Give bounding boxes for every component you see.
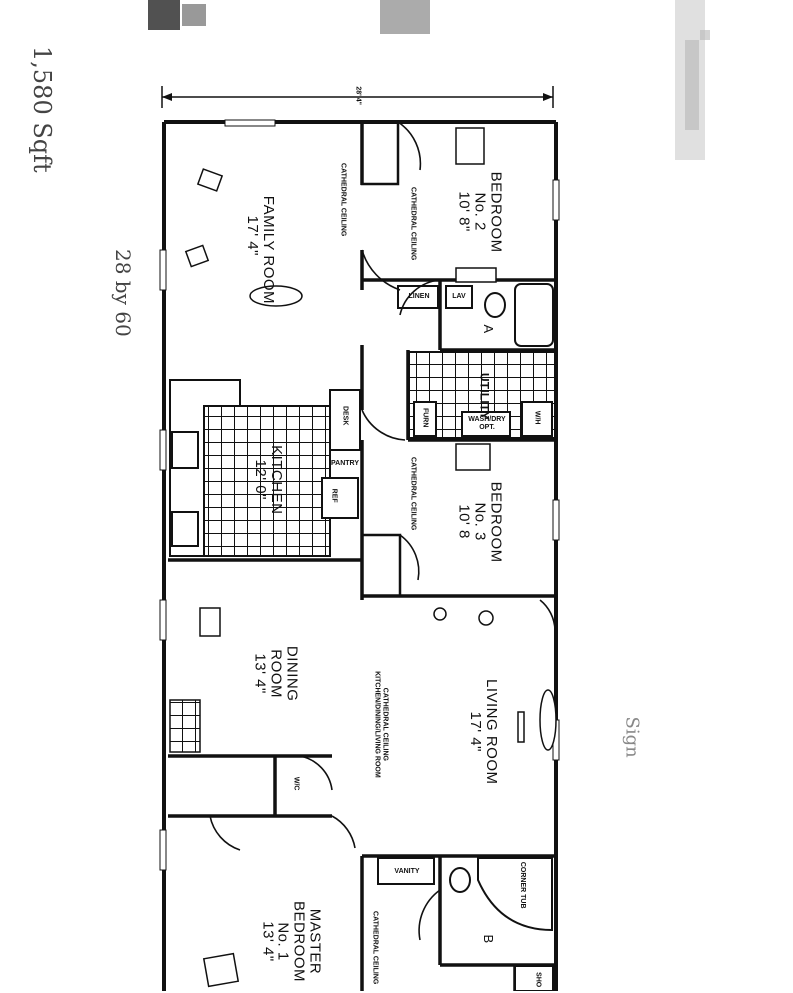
- dining-label: DINING ROOM 13' 4": [252, 634, 301, 714]
- wic-label: W/C: [292, 776, 300, 791]
- shower-label: SHO: [534, 972, 542, 988]
- dining-name: DINING: [283, 645, 301, 702]
- living-room-size: 17' 4": [467, 711, 484, 752]
- linen-label: LINEN: [408, 293, 430, 300]
- bedroom2-no: No. 2: [471, 192, 489, 231]
- bedroom3-name: BEDROOM: [487, 481, 505, 563]
- cathedral-ceiling-kdl-2: KITCHEN/DINING/LIVING ROOM: [373, 671, 380, 778]
- lav-label: LAV: [452, 293, 466, 300]
- living-room-label: LIVING ROOM 17' 4": [467, 677, 500, 787]
- corner-tub-label: CORNER TUB: [518, 861, 526, 909]
- vanity-label: VANITY: [394, 868, 420, 875]
- cathedral-ceiling-bedroom3: CATHEDRAL CEILING: [409, 457, 417, 531]
- desk-label: DESK: [341, 405, 349, 426]
- wash-dry-text: WASH/DRY: [468, 416, 506, 423]
- kitchen-label: KITCHEN 12' 0": [252, 440, 285, 520]
- master-bedroom-label: MASTER BEDROOM No. 1 13' 4": [259, 897, 324, 987]
- opt-text: OPT.: [479, 423, 495, 431]
- cathedral-ceiling-kdl: CATHEDRAL CEILING KITCHEN/DINING/LIVING …: [372, 654, 389, 794]
- dining-name2: ROOM: [267, 649, 285, 698]
- family-room-name: FAMILY ROOM: [259, 195, 277, 305]
- bedroom3-size: 10' 8: [456, 504, 474, 539]
- scan-noise-top: [148, 0, 710, 40]
- master-name: MASTER: [306, 908, 324, 975]
- furn-label: FURN: [421, 407, 429, 428]
- master-size: 13' 4": [259, 921, 277, 962]
- family-room-size: 17' 4": [244, 215, 261, 256]
- master-name2: BEDROOM: [290, 900, 308, 982]
- bedroom2-label: BEDROOM No. 2 10' 8": [456, 171, 505, 253]
- kitchen-name: KITCHEN: [267, 445, 285, 515]
- bath-b-label: B: [480, 934, 496, 944]
- wash-dry-label: WASH/DRY OPT.: [460, 416, 514, 431]
- cathedral-ceiling-master: CATHEDRAL CEILING: [371, 911, 379, 985]
- bath-a-label: A: [480, 324, 496, 334]
- ref-label: REF: [330, 488, 338, 503]
- pantry-label: PANTRY: [331, 460, 359, 467]
- kitchen-size: 12' 0": [252, 459, 269, 500]
- cathedral-ceiling-bedroom2: CATHEDRAL CEILING: [409, 187, 417, 261]
- cathedral-ceiling-family: CATHEDRAL CEILING: [339, 163, 347, 237]
- bedroom3-no: No. 3: [471, 502, 489, 541]
- dining-size: 13' 4": [252, 653, 270, 694]
- bedroom2-name: BEDROOM: [487, 171, 505, 253]
- master-no: No. 1: [275, 922, 292, 961]
- wh-label: W/H: [533, 410, 541, 425]
- family-room-label: FAMILY ROOM 17' 4": [244, 195, 277, 305]
- bedroom3-label: BEDROOM No. 3 10' 8: [456, 481, 505, 563]
- cathedral-ceiling-kdl-1: CATHEDRAL CEILING: [381, 687, 389, 762]
- living-room-name: LIVING ROOM: [482, 678, 500, 785]
- scan-noise-right: [675, 0, 705, 160]
- bedroom2-size: 10' 8": [456, 191, 474, 232]
